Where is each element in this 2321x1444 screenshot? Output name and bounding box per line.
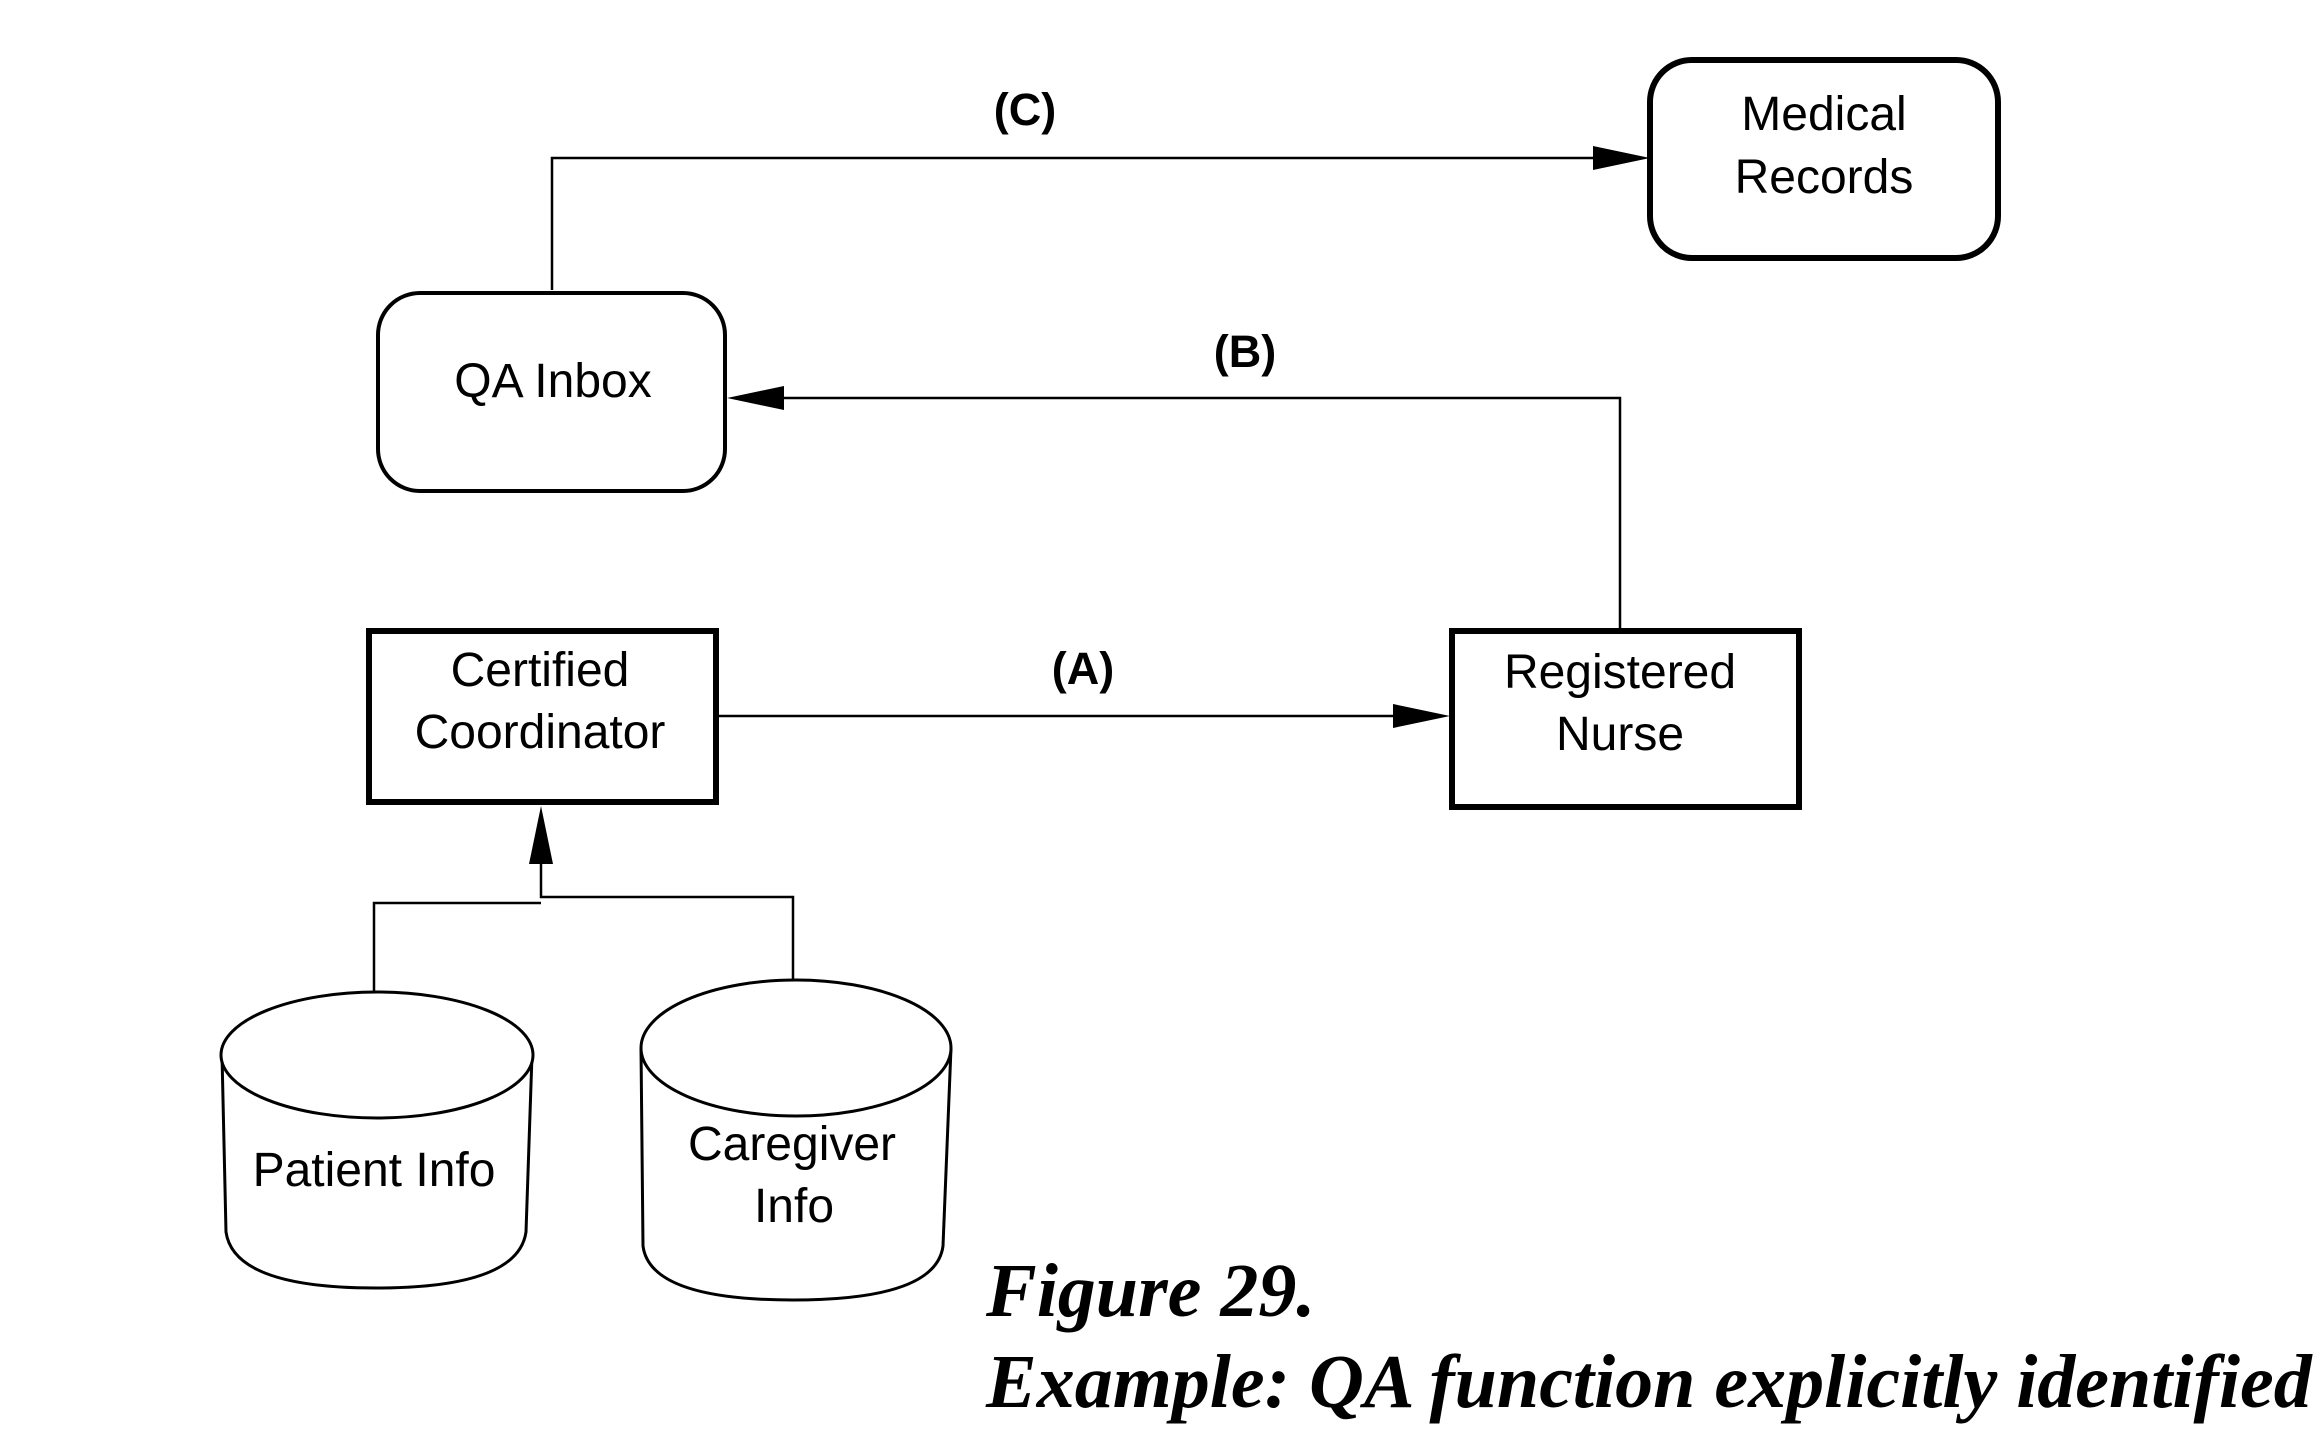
registered-nurse-box <box>1449 628 1802 810</box>
patient-info-label: Patient Info <box>253 1144 496 1197</box>
registered-nurse-label-line1: Registered <box>1504 646 1736 699</box>
qa-inbox-label: QA Inbox <box>454 355 651 408</box>
data-inputs-arrowhead <box>529 806 553 864</box>
figure-number: Figure 29. <box>985 1249 1315 1333</box>
certified-coordinator-node: Certified Coordinator <box>366 628 719 805</box>
caregiver-info-database: Caregiver Info <box>639 978 953 1302</box>
certified-coordinator-label-line2: Coordinator <box>415 706 666 759</box>
patient-info-database: Patient Info <box>219 990 535 1290</box>
edge-b-arrowhead <box>727 386 784 410</box>
figure-caption: Figure 29. Example: QA function explicit… <box>985 1249 2313 1424</box>
registered-nurse-label-line2: Nurse <box>1556 708 1684 761</box>
qa-inbox-node: QA Inbox <box>376 291 727 493</box>
patient-info-cylinder-top <box>219 990 535 1120</box>
caregiver-info-label-line1: Caregiver <box>688 1118 896 1171</box>
certified-coordinator-label-line1: Certified <box>451 644 630 697</box>
edge-c: (C) <box>550 84 1650 290</box>
edge-b-label: (B) <box>1214 326 1276 377</box>
data-inputs-connector <box>372 806 795 993</box>
edge-c-arrowhead <box>1593 146 1650 170</box>
caregiver-info-label-line2: Info <box>754 1180 834 1233</box>
patient-info-cylinder-body <box>220 1054 534 1290</box>
certified-coordinator-box <box>366 628 719 805</box>
edge-c-label: (C) <box>994 84 1056 135</box>
qa-inbox-box <box>376 291 727 493</box>
edge-a-arrowhead <box>1393 704 1450 728</box>
medical-records-label-line2: Records <box>1735 151 1914 204</box>
registered-nurse-node: Registered Nurse <box>1449 628 1802 810</box>
medical-records-box <box>1647 57 2001 261</box>
medical-records-node: Medical Records <box>1647 57 2001 261</box>
edge-b: (B) <box>727 326 1622 628</box>
figure-description: Example: QA function explicitly identifi… <box>985 1340 2313 1424</box>
medical-records-label-line1: Medical <box>1741 88 1906 141</box>
edge-a: (A) <box>716 643 1450 728</box>
edge-a-label: (A) <box>1052 643 1114 694</box>
caregiver-info-cylinder-body <box>639 1047 953 1302</box>
caregiver-info-cylinder-top <box>639 978 953 1118</box>
